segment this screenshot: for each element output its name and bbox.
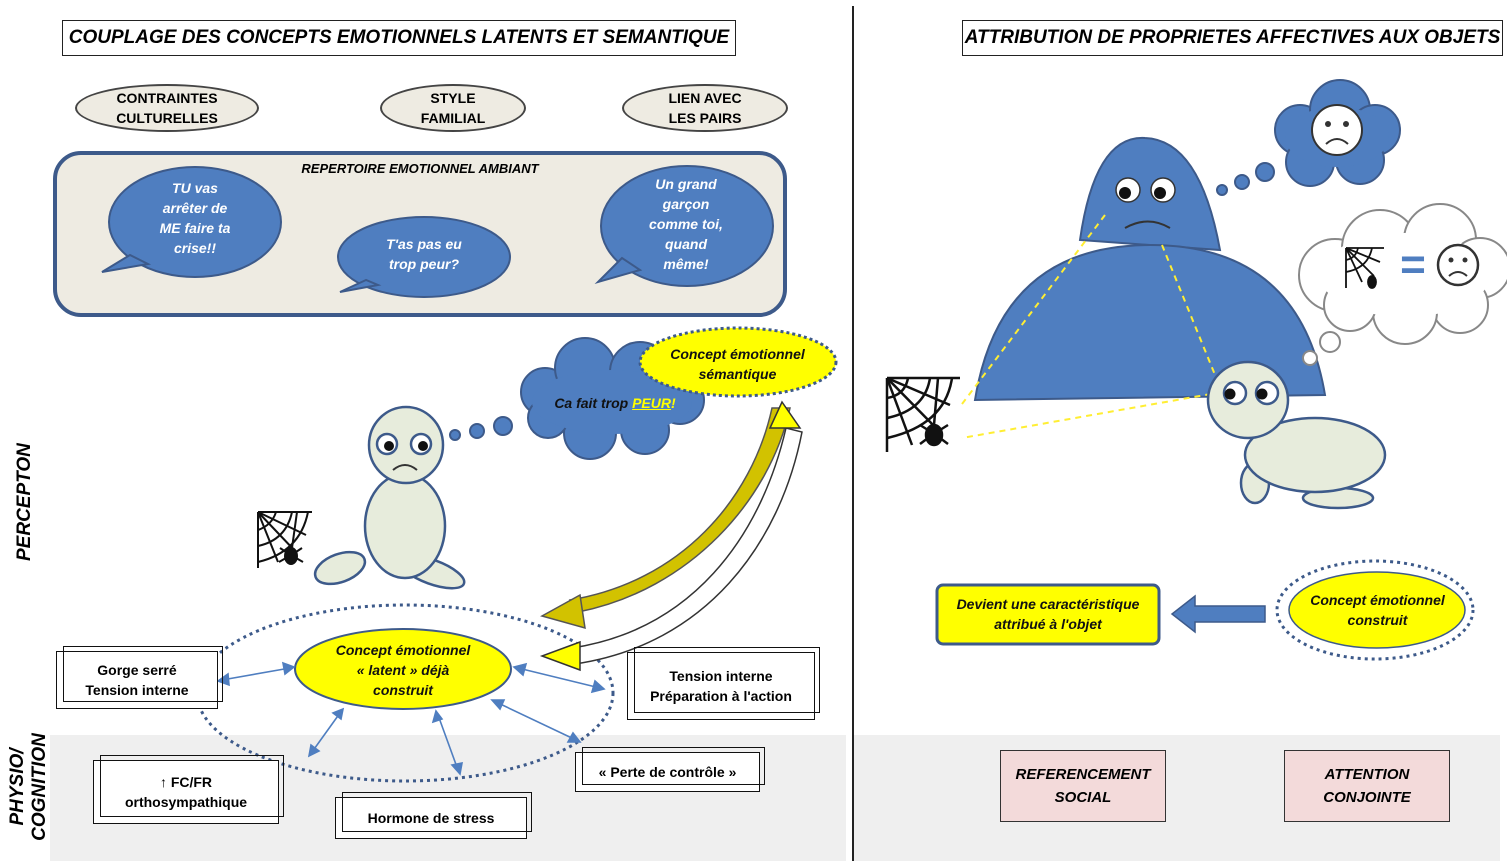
pink-line: ATTENTION bbox=[1324, 766, 1410, 783]
concept-line: Concept émotionnel bbox=[335, 642, 471, 658]
result-line: attribué à l'objet bbox=[994, 616, 1102, 632]
right-concept-ellipse bbox=[1288, 571, 1466, 649]
concept-line: Concept émotionnel bbox=[1310, 592, 1445, 608]
right-concept-outer-ellipse bbox=[1275, 559, 1475, 661]
semantic-concept-ellipse bbox=[638, 326, 838, 398]
concept-line: construit bbox=[373, 682, 433, 698]
sad-face-icon bbox=[1311, 104, 1363, 156]
concept-line: sémantique bbox=[698, 366, 777, 382]
result-box-shape bbox=[935, 583, 1161, 646]
thought-end: ! bbox=[671, 395, 676, 411]
latent-concept-ellipse bbox=[294, 628, 512, 710]
bubble-line: comme toi, bbox=[649, 216, 723, 232]
box-line: Préparation à l'action bbox=[650, 688, 792, 704]
box-perte-controle: « Perte de contrôle » bbox=[575, 747, 765, 792]
bubble-line: Un grand bbox=[655, 176, 717, 192]
pink-line: CONJOINTE bbox=[1323, 789, 1411, 806]
child-figure-left bbox=[313, 405, 466, 590]
double-arrows bbox=[216, 661, 606, 776]
pink-line: REFERENCEMENT bbox=[1015, 766, 1151, 783]
spider-web-icon-left bbox=[257, 511, 312, 568]
curved-arrow-down bbox=[540, 407, 791, 630]
bubble-line: TU vas bbox=[172, 180, 218, 196]
oval-line: CONTRAINTES bbox=[116, 90, 218, 106]
oval-line: LES PAIRS bbox=[668, 110, 742, 126]
right-concept-text: Concept émotionnel construit bbox=[1300, 590, 1455, 630]
bubble-line: même! bbox=[663, 256, 709, 272]
box-line: ↑ FC/FR bbox=[159, 774, 213, 790]
speech-bubble-2 bbox=[337, 216, 511, 298]
thought-text: Ca fait trop bbox=[554, 395, 633, 411]
box-fc-fr: ↑ FC/FR orthosympathique bbox=[93, 755, 284, 824]
oval-line: FAMILIAL bbox=[420, 110, 486, 126]
equals-sign: = bbox=[1400, 240, 1426, 289]
child-figure-right bbox=[1206, 360, 1387, 510]
thought-cloud-text: Ca fait trop PEUR! bbox=[540, 395, 690, 411]
speech-bubble-1 bbox=[101, 166, 282, 278]
bubble-line: T'as pas eu bbox=[386, 236, 462, 252]
box-line: « Perte de contrôle » bbox=[598, 764, 737, 780]
label-perception: PERCEPTON bbox=[14, 443, 35, 561]
bubble-line: arrêter de bbox=[162, 200, 228, 216]
thought-emph: PEUR bbox=[632, 395, 671, 411]
thought-cloud-left-fill bbox=[532, 370, 692, 434]
semantic-concept-text: Concept émotionnel sémantique bbox=[655, 344, 820, 384]
right-title: ATTRIBUTION DE PROPRIETES AFFECTIVES AUX… bbox=[962, 20, 1503, 56]
box-line: Tension interne bbox=[85, 682, 189, 698]
speech-bubble-1-text: TU vas arrêter de ME faire ta crise!! bbox=[135, 178, 255, 258]
speech-bubble-3 bbox=[594, 165, 774, 287]
spider-web-icon-right bbox=[885, 376, 960, 452]
concept-line: « latent » déjà bbox=[356, 662, 450, 678]
speech-bubble-2-text: T'as pas eu trop peur? bbox=[354, 234, 494, 274]
box-line: Gorge serré bbox=[97, 662, 177, 678]
speech-bubble-3-text: Un grand garçon comme toi, quand même! bbox=[626, 174, 746, 274]
left-title: COUPLAGE DES CONCEPTS EMOTIONNELS LATENT… bbox=[62, 20, 736, 56]
latent-concept-text: Concept émotionnel « latent » déjà const… bbox=[318, 640, 488, 700]
box-line: Tension interne bbox=[669, 668, 773, 684]
sad-face-icon-cloud bbox=[1436, 243, 1480, 287]
concept-line: construit bbox=[1347, 612, 1408, 628]
box-line: Hormone de stress bbox=[367, 810, 495, 826]
box-hormone-stress: Hormone de stress bbox=[335, 792, 532, 839]
result-box-text: Devient une caractéristique attribué à l… bbox=[937, 594, 1159, 634]
bubble-line: garçon bbox=[662, 196, 710, 212]
spider-web-icon-cloud bbox=[1345, 247, 1384, 289]
bubble-line: crise!! bbox=[173, 240, 217, 256]
concept-line: Concept émotionnel bbox=[670, 346, 805, 362]
oval-family-style: STYLE FAMILIAL bbox=[380, 84, 526, 132]
result-line: Devient une caractéristique bbox=[956, 596, 1140, 612]
oval-line: STYLE bbox=[430, 90, 476, 106]
curved-arrow-up bbox=[539, 400, 803, 672]
oval-line: CULTURELLES bbox=[116, 110, 218, 126]
box-line: orthosympathique bbox=[124, 794, 248, 810]
physio-line: COGNITION bbox=[29, 733, 50, 841]
box-attention-conjointe: ATTENTION CONJOINTE bbox=[1284, 750, 1450, 822]
physio-line: PHYSIO/ bbox=[7, 748, 28, 826]
oval-cultural-constraints: CONTRAINTES CULTURELLES bbox=[75, 84, 259, 132]
left-arrow-icon bbox=[1170, 594, 1266, 634]
panel-divider bbox=[852, 6, 854, 861]
label-physio-cognition: PHYSIO/ COGNITION bbox=[7, 732, 51, 842]
oval-line: LIEN AVEC bbox=[668, 90, 742, 106]
bubble-line: quand bbox=[665, 236, 707, 252]
box-referencement-social: REFERENCEMENT SOCIAL bbox=[1000, 750, 1166, 822]
mother-figure-right bbox=[973, 136, 1327, 402]
repertoire-title: REPERTOIRE EMOTIONNEL AMBIANT bbox=[301, 161, 539, 176]
bubble-line: trop peur? bbox=[389, 256, 459, 272]
oval-peer-link: LIEN AVEC LES PAIRS bbox=[622, 84, 788, 132]
gaze-lines bbox=[961, 214, 1223, 439]
bubble-line: ME faire ta bbox=[159, 220, 231, 236]
pink-line: SOCIAL bbox=[1054, 789, 1112, 806]
